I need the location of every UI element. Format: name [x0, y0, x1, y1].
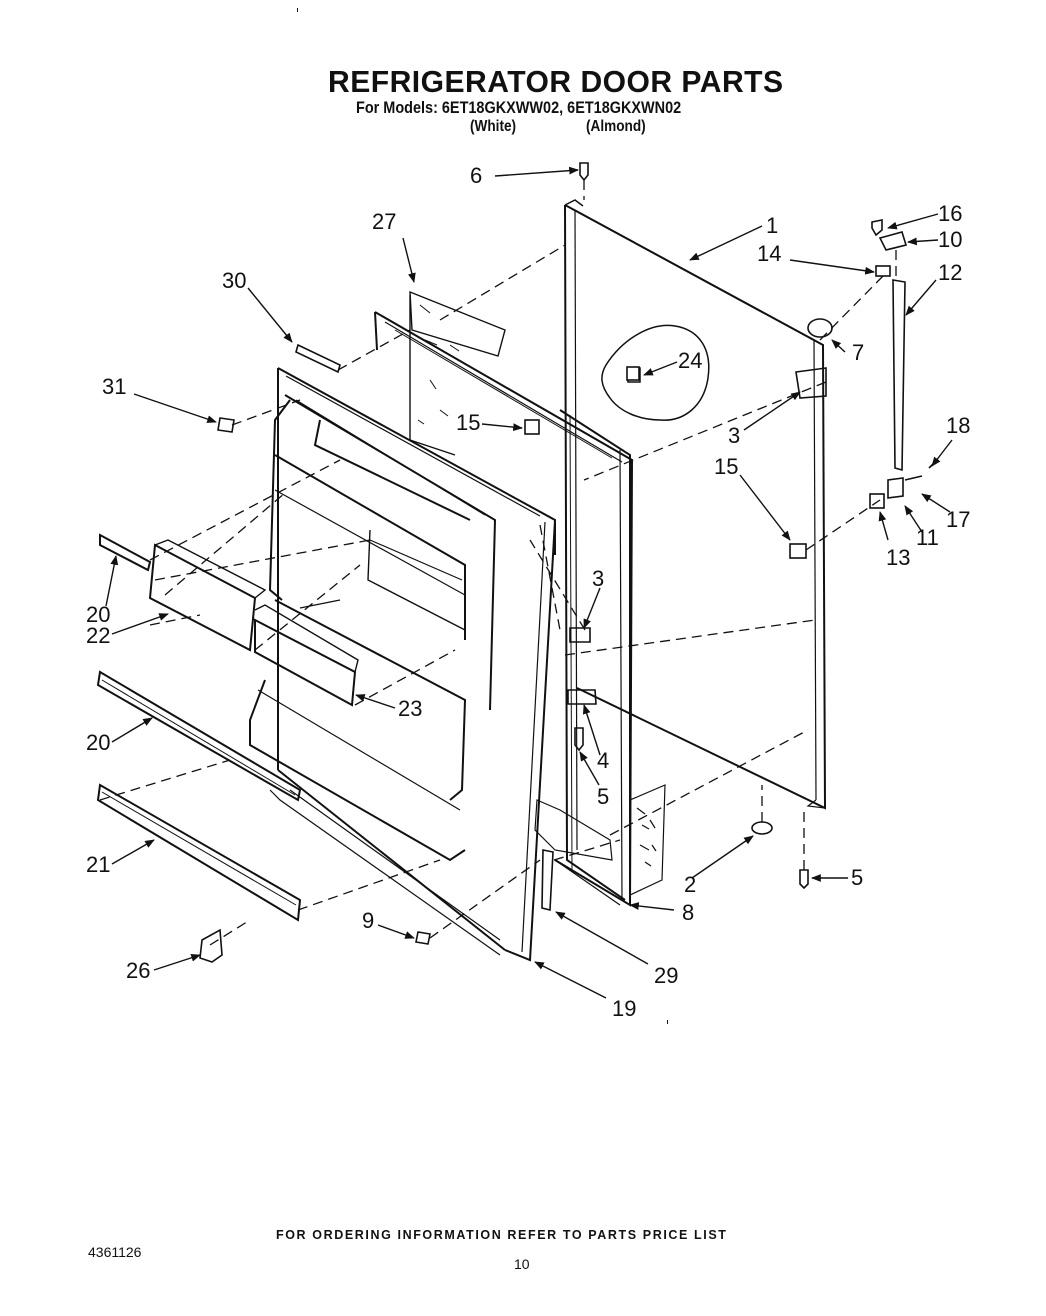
callout-14: 14 — [757, 241, 781, 266]
callout-4: 4 — [597, 748, 609, 773]
callout-24: 24 — [678, 348, 702, 373]
door-gasket — [269, 367, 556, 962]
callout-19: 19 — [612, 996, 636, 1021]
page-number: 10 — [514, 1256, 530, 1272]
callout-31: 31 — [102, 374, 126, 399]
color-almond-label: (Almond) — [586, 118, 646, 135]
callout-3-middle: 3 — [592, 566, 604, 591]
callout-23: 23 — [398, 696, 422, 721]
alignment-lines — [99, 180, 897, 946]
callout-5-middle: 5 — [597, 784, 609, 809]
callout-22: 22 — [86, 623, 110, 648]
callout-9: 9 — [362, 908, 374, 933]
scan-marks — [297, 8, 668, 1024]
callout-18: 18 — [946, 413, 970, 438]
shelf-bins — [96, 533, 359, 922]
callout-7: 7 — [852, 340, 864, 365]
callout-16: 16 — [938, 201, 962, 226]
callout-17: 17 — [946, 507, 970, 532]
callout-27: 27 — [372, 209, 396, 234]
callout-26: 26 — [126, 958, 150, 983]
outer-door-panel — [554, 199, 827, 907]
document-number: 4361126 — [88, 1244, 142, 1260]
callout-12: 12 — [938, 260, 962, 285]
callout-1: 1 — [766, 213, 778, 238]
models-line: For Models: 6ET18GKXWW02, 6ET18GKXWN02 — [356, 98, 682, 117]
page-title: REFRIGERATOR DOOR PARTS — [328, 64, 784, 99]
callout-2: 2 — [684, 872, 696, 897]
leader-arrows — [105, 166, 953, 999]
callout-10: 10 — [938, 227, 962, 252]
callout-labels: 6 1 16 10 14 12 7 27 30 24 31 15 3 18 15… — [86, 163, 970, 1021]
callout-29: 29 — [654, 963, 678, 988]
callout-30: 30 — [222, 268, 246, 293]
callout-8: 8 — [682, 900, 694, 925]
callout-15-left: 15 — [456, 410, 480, 435]
callout-20-upper: 20 — [86, 602, 110, 627]
hardware — [199, 162, 934, 963]
callout-15-right: 15 — [714, 454, 738, 479]
callout-20-lower: 20 — [86, 730, 110, 755]
callout-21: 21 — [86, 852, 110, 877]
color-white-label: (White) — [470, 118, 517, 135]
callout-11: 11 — [916, 525, 939, 550]
callout-13: 13 — [886, 545, 910, 570]
shelf-frame — [249, 394, 497, 862]
callout-5-bottom: 5 — [851, 865, 863, 890]
callout-6: 6 — [470, 163, 482, 188]
inner-door-liner — [374, 290, 634, 906]
ordering-note: FOR ORDERING INFORMATION REFER TO PARTS … — [276, 1228, 728, 1242]
callout-3-right: 3 — [728, 423, 740, 448]
